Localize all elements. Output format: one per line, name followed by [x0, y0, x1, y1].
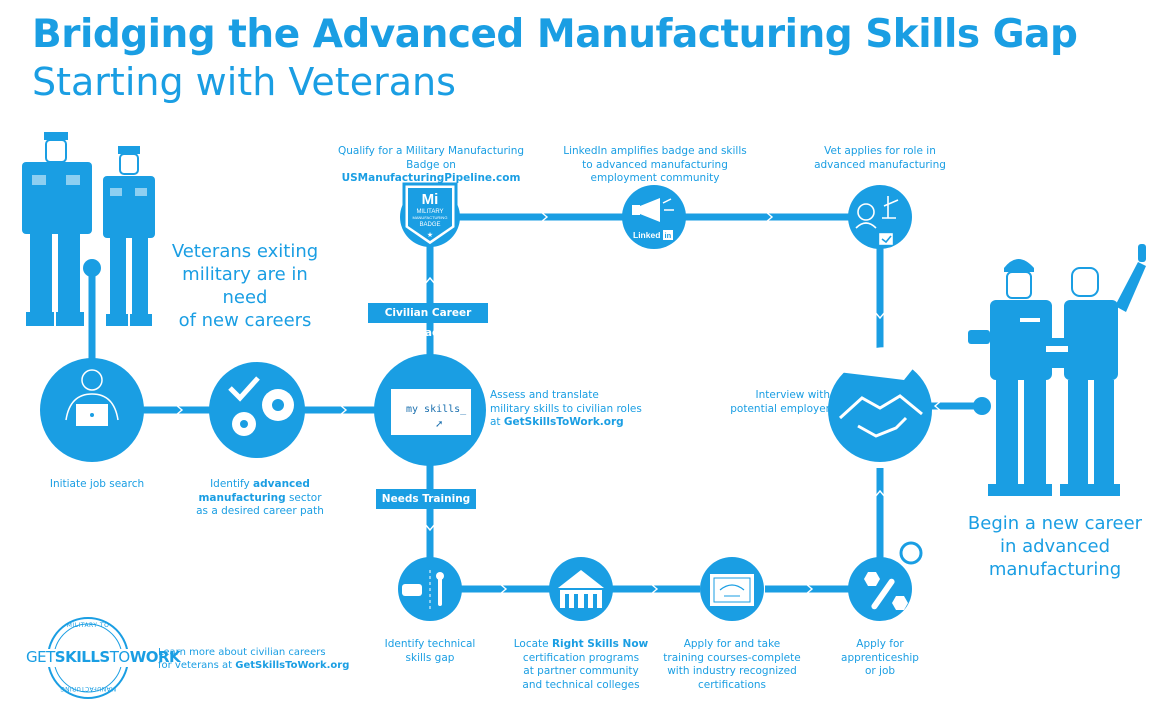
my-skills-screen: my skills_ ➚: [391, 389, 471, 435]
badge-text-manufacturing: MANUFACTURING: [413, 215, 448, 220]
caption-apply-role: Vet applies for role in advanced manufac…: [814, 145, 946, 171]
caption-interview: Interview with potential employer: [730, 389, 830, 415]
caption-initiate: Initiate job search: [49, 478, 145, 490]
interview-node: [828, 347, 932, 462]
college-building-icon: [558, 570, 604, 608]
certificate-icon: [710, 574, 754, 606]
footer-link[interactable]: GetSkillsToWork.org: [235, 660, 350, 671]
manufacturing-workers-illustration: [968, 244, 1146, 496]
handshake-icon: [838, 394, 923, 438]
vet-applies-node: [848, 185, 912, 249]
logo-ring-bottom-text: MANUFACTURING: [59, 685, 117, 692]
svg-text:★: ★: [427, 231, 433, 239]
caption-locate: Locate Right Skills Now certification pr…: [513, 638, 649, 691]
page-subtitle: Starting with Veterans: [32, 60, 456, 104]
footer-text: Learn more about civilian careers for ve…: [158, 647, 350, 671]
badge-text-military: MILITARY: [416, 209, 443, 215]
branch-civilian-ready: Civilian Career Ready: [368, 303, 488, 339]
outro-text: Begin a new career in advanced manufactu…: [967, 513, 1143, 580]
page-title: Bridging the Advanced Manufacturing Skil…: [32, 12, 1078, 57]
training-node: [700, 557, 764, 621]
get-skills-to-work-logo: [24, 617, 154, 699]
svg-text:in: in: [665, 231, 672, 240]
laptop-person-icon: [65, 369, 119, 426]
logo-wordmark: GETSKILLSTOWORK: [26, 648, 181, 666]
caption-apprentice: Apply for apprenticeship or job: [841, 638, 919, 677]
wrench-head: [899, 541, 923, 565]
caption-tech-gap: Identify technical skills gap: [384, 638, 476, 664]
identify-sector-node: [209, 362, 305, 458]
caption-assess: Assess and translate military skills to …: [490, 389, 642, 428]
my-skills-text: my skills_: [406, 404, 467, 415]
branch-needs-training: Needs Training: [376, 489, 476, 509]
gears-icon: [228, 376, 294, 436]
flow-arrows: [175, 211, 942, 595]
apprentice-node: [848, 541, 923, 621]
initiate-job-search-node: [40, 358, 144, 462]
logo-ring-top-text: MILITARY TO: [66, 622, 110, 629]
cursor-icon: ➚: [435, 419, 444, 430]
intro-text: Veterans exiting military are in need of…: [171, 241, 319, 331]
caption-linkedin: LinkedIn amplifies badge and skills to a…: [563, 145, 747, 184]
caption-identify-sector: Identify advanced manufacturing sector a…: [196, 478, 324, 517]
connectors: [88, 213, 978, 593]
badge-text-badge: BADGE: [419, 222, 440, 228]
locate-programs-node: [549, 557, 613, 621]
svg-text:Linked: Linked: [633, 230, 660, 240]
svg-text:Mi: Mi: [422, 191, 439, 208]
megaphone-linkedin-icon: Linked in: [632, 198, 674, 240]
hand-tools-icon: [402, 570, 444, 610]
connector-dot-left: [83, 259, 101, 277]
military-badge-node: Mi MILITARY MANUFACTURING BADGE ★: [400, 182, 460, 248]
caption-training: Apply for and take training courses-comp…: [663, 638, 801, 691]
tech-gap-node: [398, 557, 462, 621]
veteran-soldiers-illustration: [22, 132, 155, 326]
vet-application-icon: [855, 196, 899, 245]
wrench-hex-icon: [864, 572, 908, 610]
connector-dot-right: [973, 397, 991, 415]
linkedin-node: Linked in: [622, 185, 686, 249]
caption-badge: Qualify for a Military Manufacturing Bad…: [337, 145, 525, 184]
